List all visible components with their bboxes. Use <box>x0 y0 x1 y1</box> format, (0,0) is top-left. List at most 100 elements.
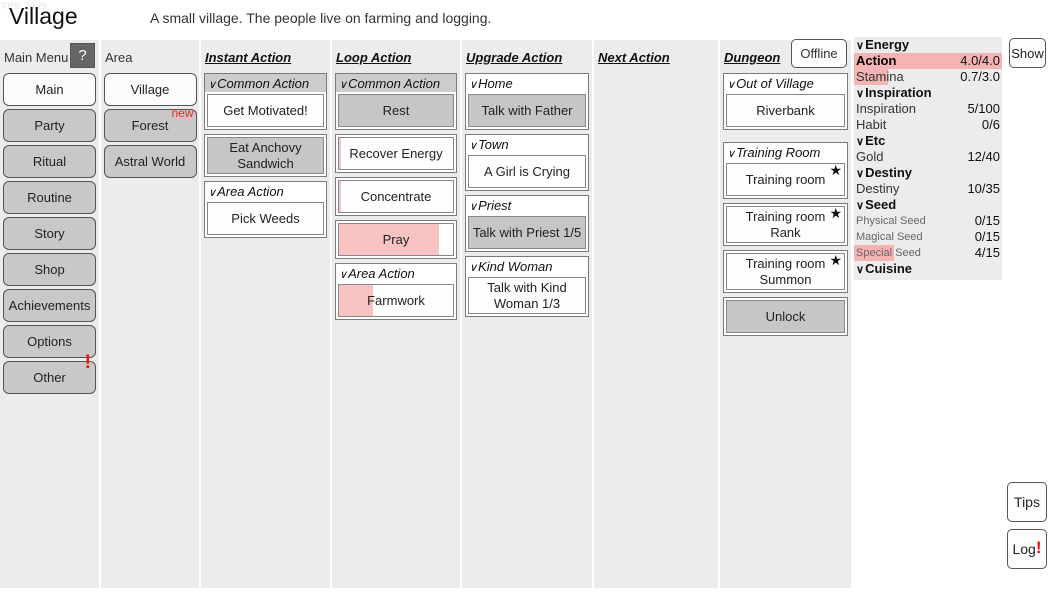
stat-progress-fill <box>854 53 1002 69</box>
dungeon-button-training-room[interactable]: Training room★ <box>726 163 845 196</box>
menu-button-story[interactable]: Story <box>3 217 96 250</box>
action-cell: Concentrate <box>335 177 457 216</box>
chevron-down-icon: ∨ <box>208 187 217 200</box>
group-header-out-of-village[interactable]: ∨Out of Village <box>724 74 847 92</box>
action-cell: ∨Home Talk with Father <box>465 73 589 130</box>
stat-label: Gold <box>856 149 884 164</box>
help-button[interactable]: ? <box>70 43 95 68</box>
menu-button-label: Routine <box>27 190 72 205</box>
action-button-label: Pick Weeds <box>231 210 300 226</box>
group-header-home[interactable]: ∨Home <box>466 74 588 92</box>
action-button-recover-energy[interactable]: Recover Energy <box>338 137 454 170</box>
action-button-label-line2: Rank <box>770 224 801 240</box>
group-header-town[interactable]: ∨Town <box>466 135 588 153</box>
group-header-priest[interactable]: ∨Priest <box>466 196 588 214</box>
stats-section-destiny[interactable]: ∨Destiny <box>854 165 1002 181</box>
column-title: Instant Action <box>205 50 292 65</box>
stat-value: 12/40 <box>967 149 1000 164</box>
column-title: Next Action <box>598 50 670 65</box>
action-button-label-line1: Training room <box>745 256 826 272</box>
action-cell: ∨Priest Talk with Priest 1/5 <box>465 195 589 252</box>
stats-section-inspiration[interactable]: ∨Inspiration <box>854 85 1002 101</box>
action-cell: ∨Town A Girl is Crying <box>465 134 589 191</box>
next-action-header: Next Action <box>594 40 718 73</box>
stats-section-label: ∨Etc <box>856 133 886 148</box>
action-button-label: Talk with Priest 1/5 <box>472 224 582 240</box>
stat-label: Physical Seed <box>856 215 926 227</box>
action-button-rest[interactable]: Rest <box>338 94 454 127</box>
group-header-common-action[interactable]: ∨Common Action <box>205 74 326 92</box>
menu-button-ritual[interactable]: Ritual <box>3 145 96 178</box>
chevron-down-icon: ∨ <box>469 79 478 91</box>
progress-fill <box>339 285 374 316</box>
action-button-label-line1: Training room <box>745 209 826 224</box>
tips-button[interactable]: Tips <box>1007 482 1047 522</box>
group-header-area-action[interactable]: ∨Area Action <box>336 264 456 282</box>
action-button-farmwork[interactable]: Farmwork <box>338 284 454 317</box>
menu-button-main[interactable]: Main <box>3 73 96 106</box>
area-button-forest[interactable]: Forest new <box>103 106 197 142</box>
group-header-label: Area Action <box>348 266 415 281</box>
progress-fill <box>339 224 440 255</box>
menu-button-label: Options <box>27 334 72 349</box>
stat-label: Action <box>856 53 897 68</box>
menu-button-label: Party <box>34 118 65 133</box>
menu-button-options[interactable]: Options <box>3 325 96 358</box>
action-button-pick-weeds[interactable]: Pick Weeds <box>207 202 324 236</box>
menu-button-other[interactable]: Other ! <box>3 352 96 394</box>
stat-row-gold: Gold 12/40 <box>854 149 1002 165</box>
stat-label: Stamina <box>856 69 904 84</box>
star-icon: ★ <box>829 253 842 269</box>
show-button[interactable]: Show <box>1009 38 1046 68</box>
group-header-training-room[interactable]: ∨Training Room <box>724 143 847 161</box>
stats-section-energy[interactable]: ∨Energy <box>854 37 1002 53</box>
log-button[interactable]: Log! <box>1007 529 1047 569</box>
menu-button-shop[interactable]: Shop <box>3 253 96 286</box>
action-button-concentrate[interactable]: Concentrate <box>338 180 454 213</box>
menu-button-routine[interactable]: Routine <box>3 181 96 214</box>
column-title: Upgrade Action <box>466 50 563 65</box>
stat-value: 4.0/4.0 <box>960 53 1000 68</box>
area-button-label: Astral World <box>114 154 186 169</box>
offline-button[interactable]: Offline <box>791 39 847 68</box>
stats-section-seed[interactable]: ∨Seed <box>854 197 1002 213</box>
group-header-common-action[interactable]: ∨Common Action <box>336 74 456 92</box>
board: Main Menu ? Main Party Ritual Routine St… <box>0 39 851 588</box>
group-header-label: Out of Village <box>736 76 814 91</box>
action-button-pray[interactable]: Pray <box>338 223 454 256</box>
menu-button-party[interactable]: Party <box>3 109 96 142</box>
action-button-label: Pray <box>382 231 410 247</box>
chevron-down-icon: ∨ <box>727 148 736 160</box>
action-button-label: Farmwork <box>367 292 425 308</box>
menu-button-achievements[interactable]: Achievements <box>3 289 96 322</box>
stat-label: Special Seed <box>856 247 921 259</box>
area-button-astral-world[interactable]: Astral World <box>103 145 197 178</box>
chevron-down-icon: ∨ <box>727 79 736 91</box>
action-button-talk-with-priest[interactable]: Talk with Priest 1/5 <box>468 216 586 249</box>
stats-section-etc[interactable]: ∨Etc <box>854 133 1002 149</box>
chevron-down-icon: ∨ <box>208 79 217 91</box>
dungeon-button-riverbank[interactable]: Riverbank <box>726 94 845 127</box>
dungeon-button-unlock[interactable]: Unlock <box>726 300 845 334</box>
action-button-label: Unlock <box>765 309 806 325</box>
stats-section-cuisine[interactable]: ∨Cuisine <box>854 261 1002 277</box>
stat-progress-fill <box>854 245 894 261</box>
area-button-label: Village <box>130 82 170 97</box>
area-header: Area <box>101 40 199 73</box>
action-button-get-motivated[interactable]: Get Motivated! <box>207 94 324 127</box>
group-header-area-action[interactable]: ∨Area Action <box>205 182 326 201</box>
action-button-talk-with-kind-woman[interactable]: Talk with Kind Woman 1/3 <box>468 277 586 315</box>
group-header-kind-woman[interactable]: ∨Kind Woman <box>466 257 588 275</box>
action-button-eat-anchovy-sandwich[interactable]: Eat Anchovy Sandwich <box>207 137 324 175</box>
stat-progress-fill <box>854 69 889 85</box>
upgrade-action-header: Upgrade Action <box>462 40 592 73</box>
action-button-talk-with-father[interactable]: Talk with Father <box>468 94 586 127</box>
area-button-village[interactable]: Village <box>103 73 197 106</box>
action-button-a-girl-is-crying[interactable]: A Girl is Crying <box>468 155 586 188</box>
group-header-label: Kind Woman <box>478 259 553 274</box>
